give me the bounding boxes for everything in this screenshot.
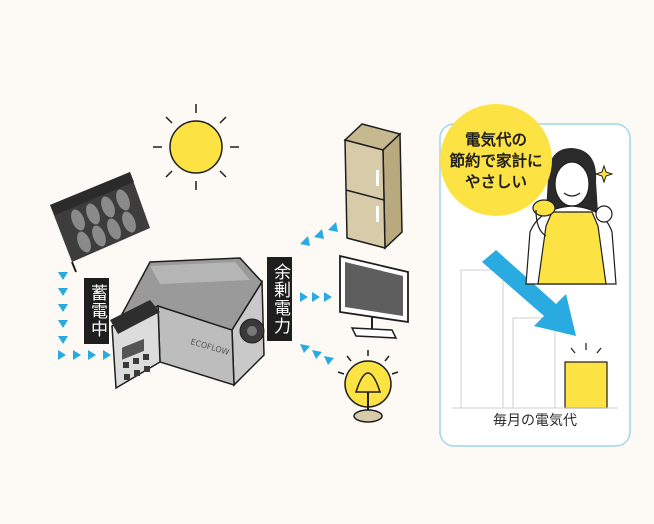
monitor-icon (339, 254, 409, 339)
bill-bars (452, 269, 618, 409)
surplus-power-label: 余剰電力 (267, 257, 292, 341)
solar-panel-icon (50, 172, 150, 273)
monthly-bill-caption: 毎月の電気代 (493, 413, 577, 429)
power-station-icon: ECOFLOW (110, 257, 265, 390)
refrigerator-icon (343, 123, 403, 250)
bubble-text: 電気代の 節約で家計に やさしい (440, 130, 552, 193)
charging-flow-arrows (58, 272, 111, 360)
bubble-line-3: やさしい (464, 173, 527, 191)
sun-icon (153, 104, 239, 190)
speech-bubble (440, 104, 552, 216)
sparkle-icon (594, 164, 614, 184)
surplus-flow-arrows (300, 222, 338, 365)
bubble-line-2: 節約で家計に (449, 152, 543, 170)
woman-with-purse-icon (525, 148, 617, 285)
charging-label: 蓄電中 (84, 278, 109, 344)
bubble-line-1: 電気代の (464, 131, 527, 149)
decrease-arrow (482, 250, 576, 336)
lamp-icon (337, 350, 399, 423)
